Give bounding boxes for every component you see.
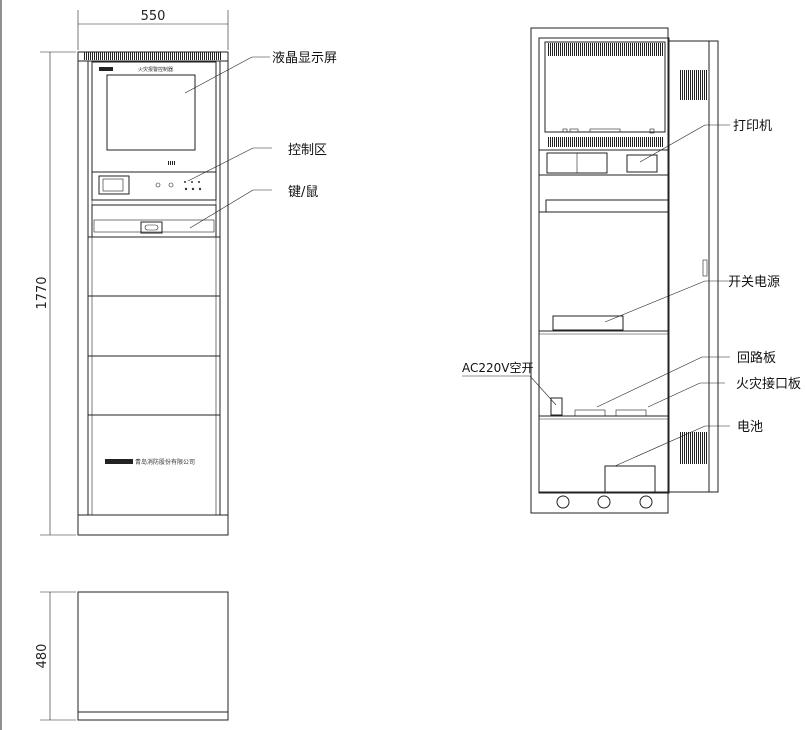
open-door xyxy=(667,40,719,493)
height-dimension: 1770 xyxy=(35,276,50,309)
display-panel xyxy=(91,61,217,173)
company-name: 青岛消防股份有限公司 xyxy=(135,458,195,466)
loop-board xyxy=(574,409,606,417)
label-breaker: AC220V空开 xyxy=(462,361,534,375)
caster-icon xyxy=(556,495,570,509)
label-keyboard: 键/鼠 xyxy=(288,185,318,200)
label-control: 控制区 xyxy=(288,143,327,158)
depth-dimension: 480 xyxy=(35,644,50,669)
front-printer xyxy=(98,175,130,195)
switching-power-supply xyxy=(552,315,624,331)
inner-view: 打印机 开关电源 AC220V空开 回路板 火灾接口板 电池 xyxy=(462,27,801,514)
label-fire-interface: 火灾接口板 xyxy=(736,376,801,392)
control-panel xyxy=(91,171,217,201)
keyboard-drawer xyxy=(93,219,215,233)
lcd-screen xyxy=(106,74,196,151)
company-logo xyxy=(105,459,133,464)
fire-interface-board xyxy=(615,409,647,417)
panel-title: 火灾报警控制器 xyxy=(138,66,173,73)
inner-cabinet-outline xyxy=(530,27,669,514)
printer xyxy=(626,154,658,173)
ac-breaker xyxy=(550,397,563,416)
front-view: 550 1770 火灾报警控制器 青岛消防股份有限公司 液晶显示屏 控制区 xyxy=(35,9,337,536)
caster-icon xyxy=(639,495,653,509)
battery xyxy=(604,465,656,494)
caster-icon xyxy=(597,495,611,509)
label-battery: 电池 xyxy=(737,420,763,435)
side-view: 480 xyxy=(35,591,229,721)
label-printer: 打印机 xyxy=(733,119,772,134)
label-psu: 开关电源 xyxy=(728,275,780,290)
brand-logo xyxy=(99,67,113,71)
label-lcd: 液晶显示屏 xyxy=(272,51,337,66)
width-dimension: 550 xyxy=(141,9,166,24)
top-vent xyxy=(84,52,222,60)
label-loop-board: 回路板 xyxy=(737,350,776,366)
side-outline xyxy=(77,591,229,721)
